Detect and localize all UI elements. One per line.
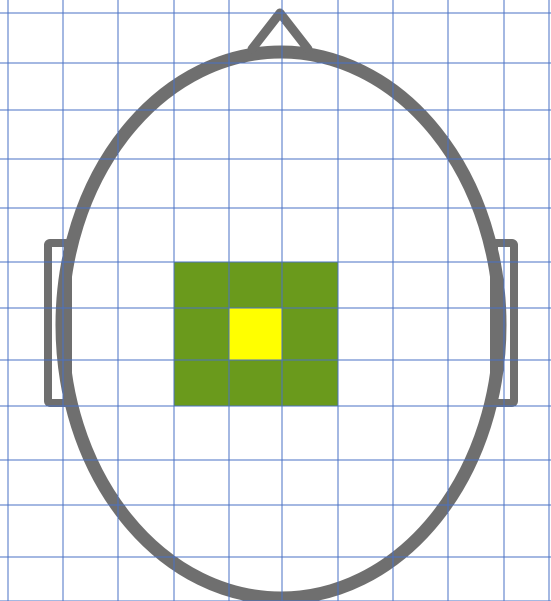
center-activation-cell	[229, 308, 282, 360]
stimulus-region	[174, 262, 338, 406]
